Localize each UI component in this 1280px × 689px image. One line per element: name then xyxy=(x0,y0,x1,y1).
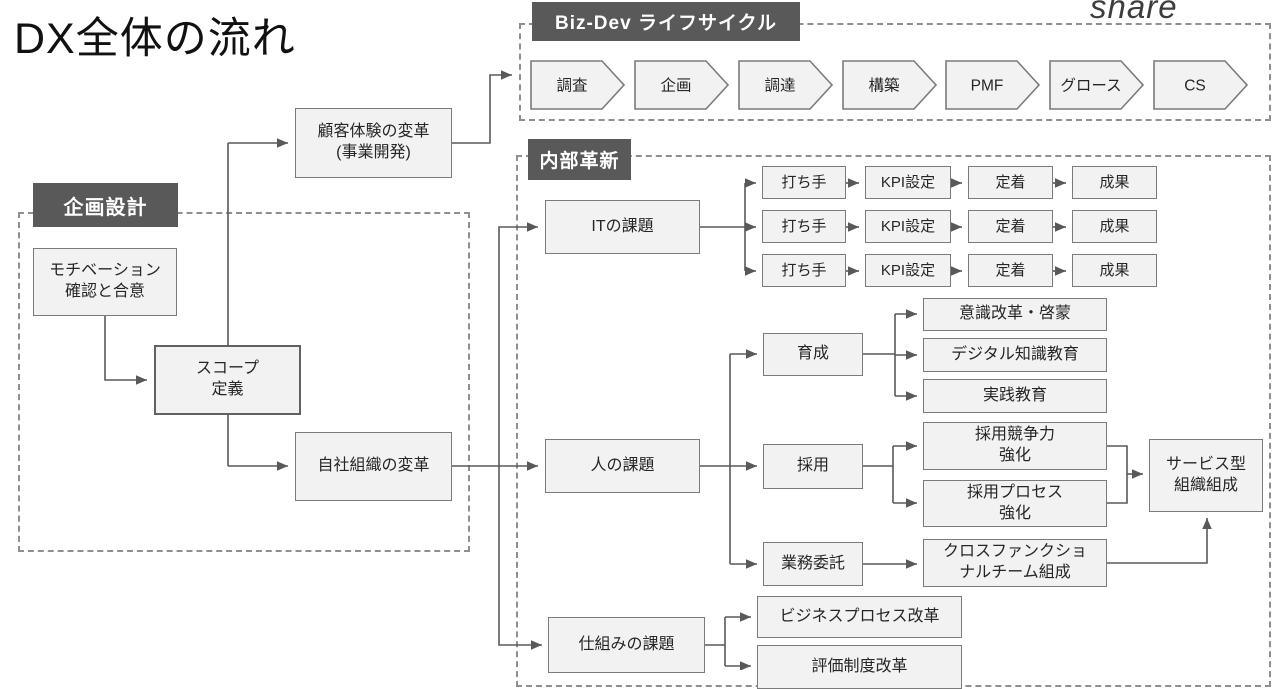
bizdev-stage-5: グロース xyxy=(1049,60,1145,110)
bizdev-stage-3: 構築 xyxy=(842,60,938,110)
dx-flow-diagram: DX全体の流れ share Biz-Dev ライフサイクル 企画設計 内部革新 xyxy=(14,0,1271,689)
bizdev-lifecycle-region xyxy=(519,23,1271,121)
node-system-issue: 仕組みの課題 xyxy=(548,617,705,673)
bizdev-stage-0: 調査 xyxy=(530,60,626,110)
node-own-organization: 自社組織の変革 xyxy=(295,432,452,501)
node-itaku: 業務委託 xyxy=(763,542,863,586)
node-cross-functional: クロスファンクショ ナルチーム組成 xyxy=(923,539,1107,587)
bizdev-stage-label: 調査 xyxy=(556,77,587,95)
node-digital-education: デジタル知識教育 xyxy=(923,338,1107,372)
bizdev-stage-label: 構築 xyxy=(868,77,899,95)
bizdev-stage-label: グロース xyxy=(1060,77,1121,95)
kpi-step-0-3: 成果 xyxy=(1072,166,1157,199)
kpi-step-1-0: 打ち手 xyxy=(762,210,846,243)
kpi-step-2-1: KPI設定 xyxy=(865,254,951,287)
kpi-step-1-3: 成果 xyxy=(1072,210,1157,243)
kpi-step-0-2: 定着 xyxy=(968,166,1053,199)
share-watermark: share xyxy=(1090,0,1178,25)
bizdev-stage-label: 企画 xyxy=(660,77,691,95)
kpi-step-0-0: 打ち手 xyxy=(762,166,846,199)
bizdev-stage-label: 調達 xyxy=(764,77,795,95)
node-ishiki-kaikaku: 意識改革・啓蒙 xyxy=(923,298,1107,331)
node-ikusei: 育成 xyxy=(763,333,863,376)
kikaku-sekkei-header: 企画設計 xyxy=(33,183,178,227)
kpi-step-1-2: 定着 xyxy=(968,210,1053,243)
node-service-org: サービス型 組織組成 xyxy=(1149,439,1263,512)
bizdev-stage-label: PMF xyxy=(971,78,1004,95)
node-it-issue: ITの課題 xyxy=(545,200,700,254)
node-kyosoryoku: 採用競争力 強化 xyxy=(923,422,1107,470)
kpi-step-2-2: 定着 xyxy=(968,254,1053,287)
node-scope: スコープ 定義 xyxy=(154,345,301,415)
bizdev-stage-2: 調達 xyxy=(738,60,834,110)
node-people-issue: 人の課題 xyxy=(545,439,700,493)
node-jissen-education: 実践教育 xyxy=(923,379,1107,413)
bizdev-lifecycle-header: Biz-Dev ライフサイクル xyxy=(532,2,800,41)
node-saiyo: 採用 xyxy=(763,444,863,489)
kpi-step-1-1: KPI設定 xyxy=(865,210,951,243)
node-saiyo-process: 採用プロセス 強化 xyxy=(923,480,1107,527)
bizdev-stage-1: 企画 xyxy=(634,60,730,110)
kpi-step-2-3: 成果 xyxy=(1072,254,1157,287)
kpi-step-0-1: KPI設定 xyxy=(865,166,951,199)
kpi-step-2-0: 打ち手 xyxy=(762,254,846,287)
kikaku-sekkei-region xyxy=(18,212,470,552)
bizdev-stage-4: PMF xyxy=(945,60,1041,110)
naibu-kakushin-header: 内部革新 xyxy=(528,139,631,180)
node-motivation: モチベーション 確認と合意 xyxy=(33,248,177,316)
node-business-process: ビジネスプロセス改革 xyxy=(757,596,962,638)
connector-lines xyxy=(104,70,1212,670)
page-title: DX全体の流れ xyxy=(14,15,296,63)
bizdev-stage-label: CS xyxy=(1184,78,1206,95)
bizdev-stage-6: CS xyxy=(1153,60,1249,110)
node-hyoka-seido: 評価制度改革 xyxy=(757,645,962,689)
node-customer-experience: 顧客体験の変革 (事業開発) xyxy=(295,108,452,178)
